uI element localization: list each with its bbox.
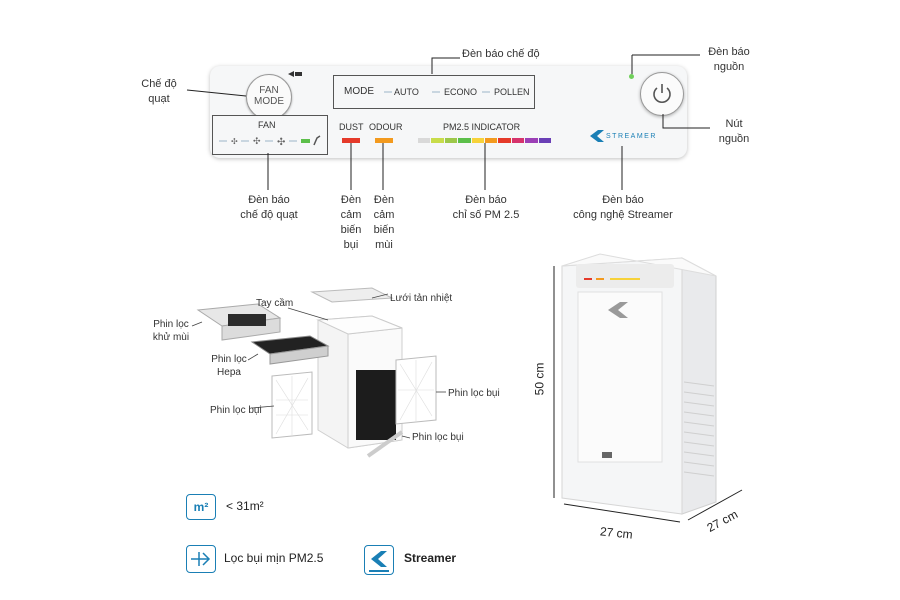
area-icon: m²	[186, 494, 216, 520]
label-handle: Tay cầm	[256, 298, 294, 309]
mode-econo-label: ECONO	[444, 87, 478, 97]
mode-econo-led	[432, 91, 440, 93]
power-led	[629, 74, 634, 79]
mode-auto-led	[384, 91, 392, 93]
fan-speed-leds: ✣ ✣ ✣	[219, 135, 321, 148]
pm25-led-segment	[444, 138, 458, 143]
callout-streamer-line2: công nghệ Streamer	[573, 209, 673, 221]
callout-fan-mode-line2: quạt	[148, 93, 170, 105]
callout-lines	[186, 54, 710, 190]
hepa-in-body	[356, 370, 396, 440]
dust-label: DUST	[339, 122, 364, 132]
label-hepa-line1: Phin lọc	[211, 354, 247, 365]
streamer-panel-label: STREAMER	[606, 133, 657, 140]
pm25-led-segment	[498, 138, 511, 143]
logo-mark-icon	[288, 64, 302, 77]
power-button[interactable]	[640, 72, 684, 116]
streamer-logo-icon	[590, 130, 604, 142]
callout-fan-indicator-line1: Đèn báo	[248, 194, 290, 206]
streamer-feature-label: Streamer	[404, 551, 457, 565]
svg-text:✣: ✣	[231, 137, 238, 146]
callout-mode-indicator: Đèn báo chế độ	[462, 48, 540, 60]
pm25-led-segment	[458, 138, 471, 143]
callout-pm25-line2: chỉ số PM 2.5	[452, 209, 520, 221]
callout-power-button: Nút nguồn	[712, 117, 756, 147]
pm25-led-bar	[418, 138, 552, 143]
pm25-led-segment	[471, 138, 485, 143]
callout-pm25-indicator: Đèn báo chỉ số PM 2.5	[436, 193, 536, 223]
label-dust-filter-bottom: Phin lọc bụi	[412, 432, 464, 443]
pm25-led-segment	[511, 138, 525, 143]
pm25-led-segment	[538, 138, 552, 143]
dust-led	[342, 138, 360, 143]
odour-label: ODOUR	[369, 122, 403, 132]
callout-power-button-line2: nguồn	[718, 133, 750, 145]
callout-odour-line1: Đèn	[373, 194, 395, 206]
mode-pollen-led	[482, 91, 490, 93]
callout-streamer-line1: Đèn báo	[602, 194, 644, 206]
callout-dust-line2: cảm	[340, 209, 362, 221]
callout-power-light-line1: Đèn báo	[708, 46, 750, 58]
fan-label: FAN	[258, 120, 276, 130]
callout-streamer-indicator: Đèn báo công nghệ Streamer	[560, 193, 686, 223]
pm25-led-segment	[485, 138, 498, 143]
callout-odour-line4: mùi	[375, 239, 393, 251]
area-value: < 31m²	[226, 499, 264, 513]
pm25-filter-label: Lọc bụi mịn PM2.5	[224, 551, 324, 565]
exploded-view	[191, 287, 446, 458]
pm25-label: PM2.5 INDICATOR	[443, 122, 521, 132]
odour-led	[375, 138, 393, 143]
fan-mode-button[interactable]: FAN MODE	[246, 74, 292, 120]
air-purifier-product	[553, 253, 743, 523]
pm25-filter-icon	[186, 545, 216, 573]
mode-auto-label: AUTO	[394, 87, 419, 97]
label-deodorizing-filter: Phin lọc khử mùi	[148, 318, 194, 344]
fan-mode-line1: FAN	[259, 85, 279, 96]
callout-power-light-line2: nguồn	[713, 61, 745, 73]
callout-dust-line1: Đèn	[340, 194, 362, 206]
pm25-led-segment	[431, 138, 444, 143]
svg-text:✣: ✣	[277, 137, 285, 148]
fan-indicator-box: FAN ✣ ✣ ✣	[212, 115, 328, 155]
label-hepa-line2: Hepa	[217, 367, 241, 378]
streamer-feature-icon	[364, 545, 394, 575]
power-icon	[653, 84, 671, 103]
dimension-height: 50 cm	[532, 362, 547, 396]
callout-power-light: Đèn báo nguồn	[702, 45, 756, 75]
callout-odour-line2: cảm	[373, 209, 395, 221]
mode-label: MODE	[344, 86, 374, 97]
label-dust-filter-left: Phin lọc bụi	[210, 405, 262, 416]
label-deodorizing-line2: khử mùi	[152, 332, 190, 343]
pm25-led-segment	[525, 138, 538, 143]
label-deodorizing-line1: Phin lọc	[153, 319, 189, 330]
callout-dust-line4: bụi	[343, 239, 359, 251]
heat-mesh-part	[310, 287, 394, 303]
label-heat-mesh: Lưới tản nhiệt	[390, 293, 453, 304]
callout-odour-line3: biến	[373, 224, 395, 236]
label-hepa-filter: Phin lọc Hepa	[206, 353, 252, 379]
callout-dust-sensor: Đèn cảm biến bụi	[334, 193, 368, 253]
callout-fan-indicator-line2: chế độ quạt	[240, 209, 298, 221]
callout-fan-indicator: Đèn báo chế độ quạt	[224, 193, 314, 223]
pm25-led-segment	[418, 138, 431, 143]
callout-fan-mode-line1: Chế độ	[141, 78, 177, 90]
fan-mode-line2: MODE	[254, 96, 284, 107]
callout-pm25-line1: Đèn báo	[465, 194, 507, 206]
mode-indicator-box: MODE AUTO ECONO POLLEN	[333, 75, 535, 109]
label-dust-filter-right: Phin lọc bụi	[448, 388, 500, 399]
callout-odour-sensor: Đèn cảm biến mùi	[367, 193, 401, 253]
callout-fan-mode: Chế độ quạt	[132, 77, 186, 107]
callout-dust-line3: biến	[340, 224, 362, 236]
mode-pollen-label: POLLEN	[494, 87, 530, 97]
callout-power-button-line1: Nút	[725, 118, 743, 130]
svg-text:✣: ✣	[253, 136, 261, 146]
